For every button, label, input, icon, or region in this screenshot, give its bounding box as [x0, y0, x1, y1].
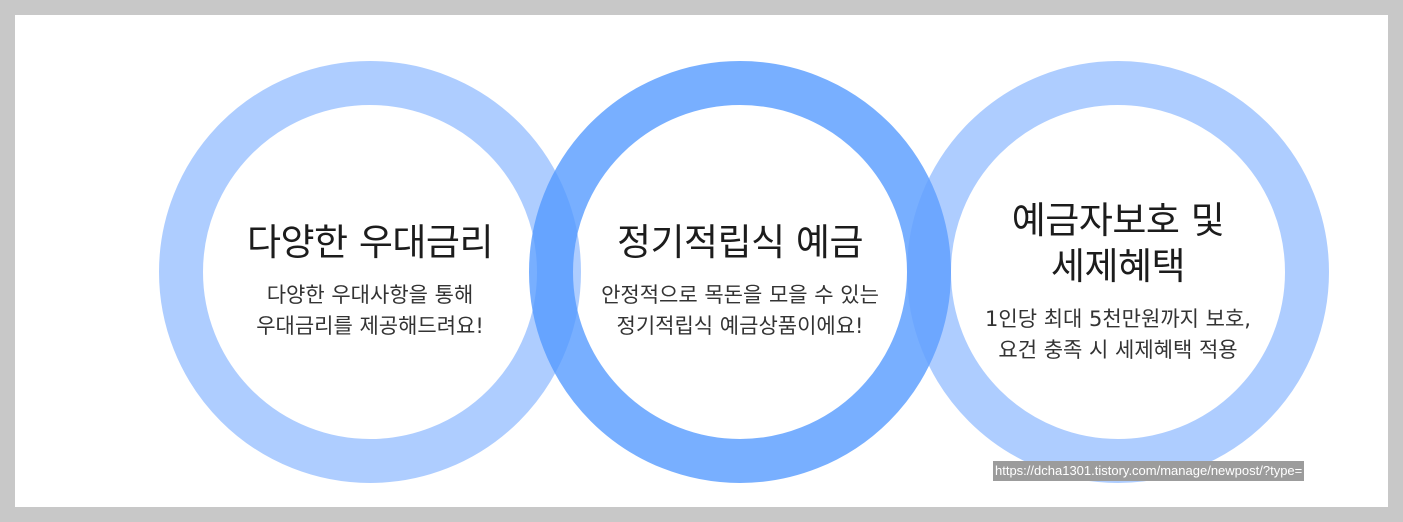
- feature-description-line: 1인당 최대 5천만원까지 보호,: [985, 307, 1251, 331]
- feature-title-line: 정기적립식 예금: [616, 221, 864, 264]
- feature-title: 다양한 우대금리: [200, 220, 540, 266]
- feature-panel: 다양한 우대금리 다양한 우대사항을 통해 우대금리를 제공해드려요! 정기적립…: [15, 15, 1388, 507]
- feature-description: 안정적으로 목돈을 모을 수 있는 정기적립식 예금상품이에요!: [570, 280, 910, 342]
- feature-description-line: 안정적으로 목돈을 모을 수 있는: [601, 283, 879, 307]
- feature-title: 예금자보호 및 세제혜택: [948, 198, 1288, 290]
- feature-description-line: 정기적립식 예금상품이에요!: [616, 314, 864, 338]
- feature-text-depositor-protection: 예금자보호 및 세제혜택 1인당 최대 5천만원까지 보호, 요건 충족 시 세…: [948, 198, 1288, 366]
- feature-description: 다양한 우대사항을 통해 우대금리를 제공해드려요!: [200, 280, 540, 342]
- feature-description-line: 우대금리를 제공해드려요!: [256, 314, 484, 338]
- feature-title: 정기적립식 예금: [570, 220, 910, 266]
- feature-title-line: 다양한 우대금리: [246, 221, 494, 264]
- feature-description: 1인당 최대 5천만원까지 보호, 요건 충족 시 세제혜택 적용: [948, 304, 1288, 366]
- feature-text-installment-deposit: 정기적립식 예금 안정적으로 목돈을 모을 수 있는 정기적립식 예금상품이에요…: [570, 220, 910, 342]
- feature-description-line: 다양한 우대사항을 통해: [266, 283, 474, 307]
- feature-title-line: 세제혜택: [1050, 245, 1186, 288]
- feature-text-preferential-rate: 다양한 우대금리 다양한 우대사항을 통해 우대금리를 제공해드려요!: [200, 220, 540, 342]
- feature-title-line: 예금자보호 및: [1011, 199, 1225, 242]
- source-url-watermark: https://dcha1301.tistory.com/manage/newp…: [993, 461, 1305, 481]
- feature-description-line: 요건 충족 시 세제혜택 적용: [998, 338, 1238, 362]
